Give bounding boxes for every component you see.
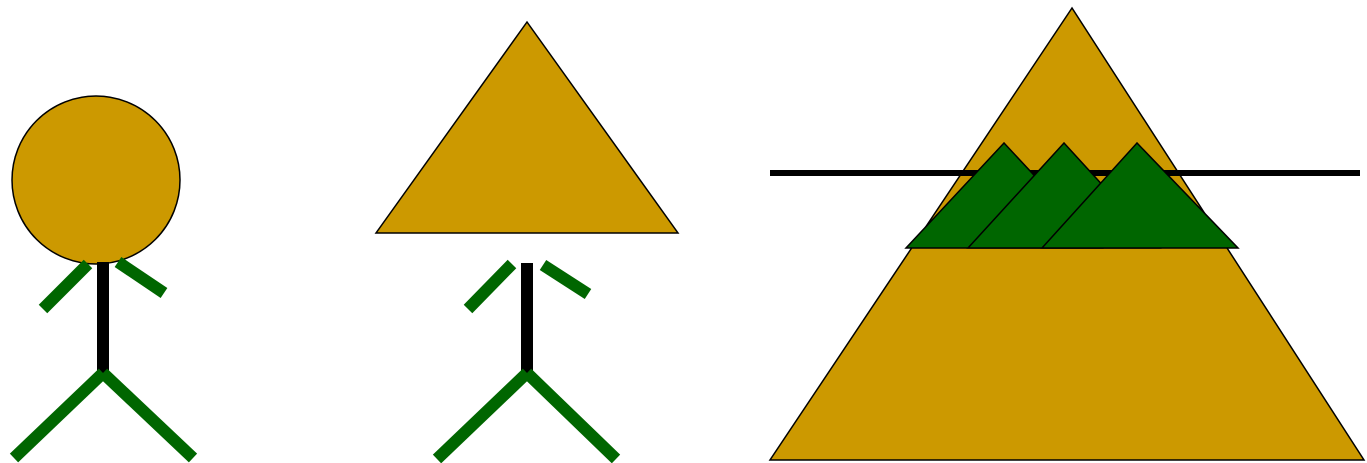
right-arm	[539, 259, 592, 300]
right-arm	[114, 257, 168, 298]
mountain-scene	[768, 6, 1366, 461]
circle-head-stick-figure	[9, 95, 198, 463]
triangle-head	[374, 20, 680, 234]
right-leg	[522, 368, 621, 463]
left-leg	[9, 368, 108, 463]
circle-head	[11, 95, 181, 265]
triangle-head-stick-figure	[374, 20, 680, 463]
left-leg	[432, 368, 532, 463]
right-leg	[98, 368, 198, 463]
left-arm	[463, 259, 517, 314]
green-peak-right	[1040, 141, 1240, 249]
left-arm	[38, 259, 93, 314]
